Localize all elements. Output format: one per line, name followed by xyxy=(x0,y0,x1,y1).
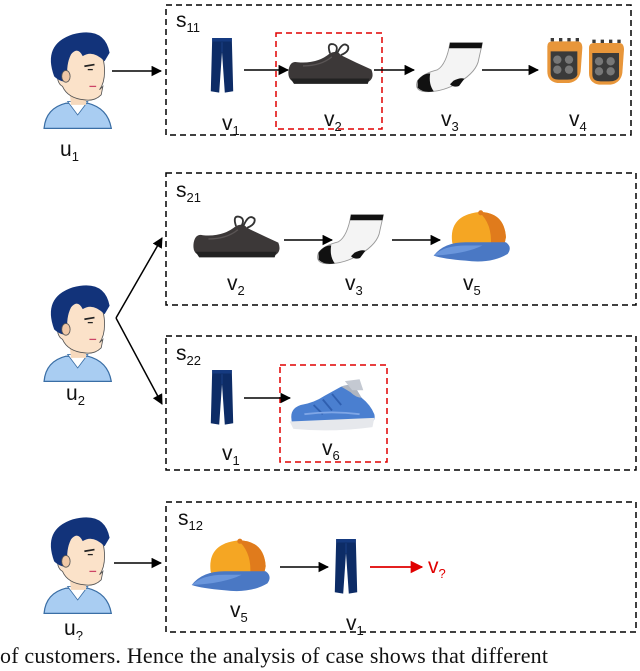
gloves-icon xyxy=(545,38,626,87)
user-label: u2 xyxy=(66,382,85,408)
user-u3: u? xyxy=(43,516,113,643)
item-label: v2 xyxy=(324,108,342,134)
item-label: v1 xyxy=(222,442,240,468)
sock-icon xyxy=(416,42,483,93)
item-label: v3 xyxy=(441,108,459,134)
session-box xyxy=(165,501,637,633)
cap-icon xyxy=(433,210,510,262)
item-label: v1 xyxy=(346,612,364,638)
user-avatar-icon xyxy=(43,284,113,383)
session-s12: s12 v5 v1 v? xyxy=(165,501,637,638)
user-label: u1 xyxy=(60,138,79,164)
user-avatar-icon xyxy=(43,31,113,130)
session-label: s22 xyxy=(176,342,201,368)
highlight-box xyxy=(279,364,388,463)
shoe-icon xyxy=(287,43,374,85)
item-label: v1 xyxy=(222,112,240,138)
session-box xyxy=(165,172,637,306)
caption-text: of customers. Hence the analysis of case… xyxy=(0,643,549,668)
sneaker-icon xyxy=(288,378,376,432)
item-label: v5 xyxy=(463,272,481,298)
pants-icon xyxy=(334,538,358,595)
shoe-icon xyxy=(192,215,281,259)
arrow-u2-s21 xyxy=(115,237,163,319)
item-label: v2 xyxy=(227,272,245,298)
user-u2: u2 xyxy=(43,284,113,408)
session-s11: s11 v1 v2 v3 v4 xyxy=(165,4,632,138)
item-label: v6 xyxy=(322,437,340,463)
highlight-box xyxy=(275,32,383,130)
cap-icon xyxy=(191,538,270,592)
item-label: v5 xyxy=(230,599,248,625)
session-s22: s22 v1 v6 xyxy=(165,335,637,471)
user-avatar-icon xyxy=(43,516,113,615)
session-s21: s21 v2 v3 v5 xyxy=(165,172,637,306)
session-box xyxy=(165,335,637,471)
session-label: s12 xyxy=(178,507,203,533)
pants-icon xyxy=(210,37,234,94)
session-label: s11 xyxy=(176,9,200,35)
session-box xyxy=(165,4,632,136)
session-label: s21 xyxy=(176,179,201,205)
predicted-item-label: v? xyxy=(428,555,446,581)
user-label: u? xyxy=(64,617,83,643)
item-label: v3 xyxy=(345,272,363,298)
arrow-u2-s22 xyxy=(115,317,163,405)
pants-icon xyxy=(210,369,234,426)
user-u1: u1 xyxy=(43,31,113,164)
item-label: v4 xyxy=(569,108,587,134)
